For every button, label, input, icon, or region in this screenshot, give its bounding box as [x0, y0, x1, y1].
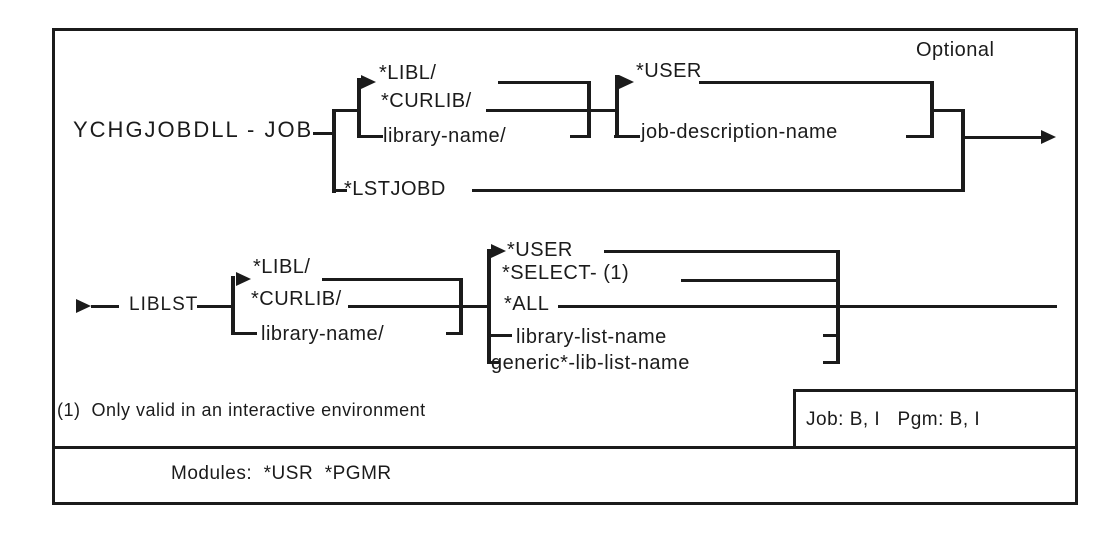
diagram-border	[52, 28, 1078, 505]
option-library-name: library-name/	[383, 125, 507, 147]
modules-label: Modules: *USR *PGMR	[171, 463, 392, 484]
connector-line	[472, 189, 964, 192]
connector-line	[558, 305, 1057, 308]
connector-line	[604, 250, 839, 253]
connector-line	[91, 305, 119, 308]
default-arrow-icon	[491, 244, 506, 258]
connector-line	[487, 361, 499, 364]
connector-line	[962, 136, 1044, 139]
connector-line	[586, 109, 618, 112]
environment-label: Job: B, I Pgm: B, I	[806, 409, 981, 430]
connector-line	[906, 135, 933, 138]
default-arrow-icon	[236, 272, 251, 286]
connector-line	[446, 332, 461, 335]
connector-line	[681, 279, 839, 282]
connector-line	[486, 109, 590, 112]
connector-line	[930, 109, 965, 112]
keyword-liblst: LIBLST	[129, 294, 199, 315]
default-arrow-icon	[619, 75, 634, 89]
option-curlib-2: *CURLIB/	[251, 288, 342, 310]
option-generic-lib-list-name: generic*-lib-list-name	[491, 352, 690, 374]
option-curlib: *CURLIB/	[381, 90, 472, 112]
connector-line	[699, 81, 932, 84]
connector-line	[332, 189, 347, 192]
connector-line	[823, 334, 839, 337]
connector-line	[357, 135, 383, 138]
option-user: *USER	[636, 60, 702, 82]
option-job-description-name: job-description-name	[641, 121, 838, 143]
option-libl: *LIBL/	[379, 62, 437, 84]
connector-line	[322, 278, 461, 281]
connector-line	[231, 332, 257, 335]
connector-line	[570, 135, 590, 138]
connector-line	[498, 81, 590, 84]
section-divider	[52, 446, 1078, 449]
connector-line	[487, 334, 512, 337]
connector-line	[823, 361, 839, 364]
option-library-name-2: library-name/	[261, 323, 385, 345]
continuation-arrow-icon	[1041, 130, 1056, 144]
command-label: YCHGJOBDLL - JOB	[73, 117, 314, 142]
continuation-arrow-icon	[76, 299, 91, 313]
option-select: *SELECT- (1)	[502, 262, 630, 284]
option-user-2: *USER	[507, 239, 573, 261]
optional-label: Optional	[916, 39, 995, 61]
option-libl-2: *LIBL/	[253, 256, 311, 278]
connector-line	[615, 75, 619, 138]
connector-line	[348, 305, 461, 308]
footnote-label: (1) Only valid in an interactive environ…	[57, 400, 426, 420]
connector-line	[459, 305, 490, 308]
connector-line	[836, 250, 840, 364]
connector-line	[357, 78, 361, 138]
connector-line	[332, 109, 336, 193]
connector-line	[961, 109, 965, 192]
option-library-list-name: library-list-name	[516, 326, 667, 348]
connector-line	[313, 132, 335, 135]
default-arrow-icon	[361, 75, 376, 89]
connector-line	[332, 109, 361, 112]
connector-line	[197, 305, 234, 308]
option-lstjobd: *LSTJOBD	[344, 178, 446, 200]
connector-line	[614, 135, 640, 138]
option-all: *ALL	[504, 293, 550, 315]
connector-line	[231, 276, 235, 335]
environment-box	[793, 389, 1078, 449]
connector-line	[487, 249, 491, 364]
